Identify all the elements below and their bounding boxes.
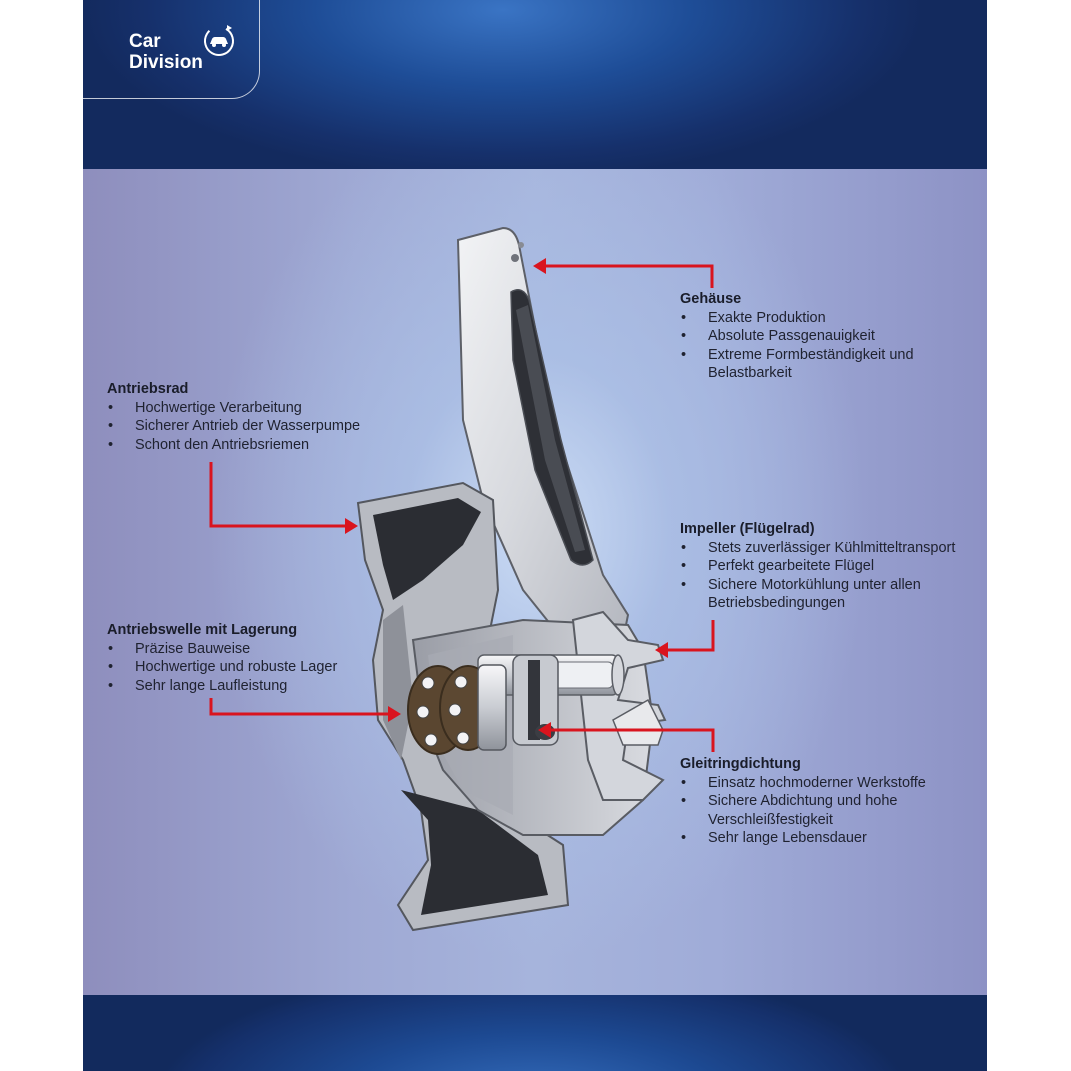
footer-band xyxy=(83,995,987,1071)
arrow-antriebswelle xyxy=(209,698,391,716)
callout-gleitring: Gleitringdichtung Einsatz hochmoderner W… xyxy=(680,755,970,848)
callout-title: Antriebsrad xyxy=(107,381,189,397)
list-item: Sehr lange Laufleistung xyxy=(107,677,397,696)
callout-antriebswelle: Antriebswelle mit Lagerung Präzise Bauwe… xyxy=(107,621,397,695)
callout-antriebsrad: Antriebsrad Hochwertige Verarbeitung Sic… xyxy=(107,380,397,454)
arrow-heads xyxy=(345,258,668,738)
list-item: Exakte Produktion xyxy=(680,309,970,328)
callout-title: Gehäuse xyxy=(680,291,742,307)
arrow-impeller xyxy=(665,620,715,652)
callout-title: Antriebswelle mit Lagerung xyxy=(107,622,298,638)
list-item: Schont den Antriebsriemen xyxy=(107,436,397,455)
arrowhead-impeller xyxy=(655,642,668,658)
list-item: Hochwertige Verarbeitung xyxy=(107,399,397,418)
callout-arrows xyxy=(209,264,715,752)
list-item: Sichere Abdichtung und hohe Verschleißfe… xyxy=(680,792,943,829)
list-item: Absolute Passgenauigkeit xyxy=(680,327,970,346)
list-item: Sehr lange Lebensdauer xyxy=(680,829,970,848)
list-item: Einsatz hochmoderner Werkstoffe xyxy=(680,774,970,793)
callout-impeller: Impeller (Flügelrad) Stets zuverlässiger… xyxy=(680,520,980,613)
arrowhead-antriebsrad xyxy=(345,518,358,534)
mechanical-seal-part xyxy=(512,654,559,746)
arrowhead-gehaeuse xyxy=(533,258,546,274)
car-rotate-icon xyxy=(204,25,234,56)
callout-title: Impeller (Flügelrad) xyxy=(680,521,815,537)
water-pump-cutaway xyxy=(209,226,715,932)
list-item: Stets zuverlässiger Kühlmitteltransport xyxy=(680,539,980,558)
arrowhead-gleitring xyxy=(538,722,551,738)
brand-line-2: Division xyxy=(129,52,203,73)
list-item: Sichere Motorkühlung unter allen Betrieb… xyxy=(680,576,958,613)
list-item: Hochwertige und robuste Lager xyxy=(107,658,397,677)
list-item: Präzise Bauweise xyxy=(107,640,397,659)
callout-title: Gleitringdichtung xyxy=(680,756,801,772)
list-item: Sicherer Antrieb der Wasserpumpe xyxy=(107,417,397,436)
callout-gehaeuse: Gehäuse Exakte Produktion Absolute Passg… xyxy=(680,290,970,383)
bearing-part xyxy=(407,664,507,755)
brand-line-1: Car xyxy=(129,31,161,52)
list-item: Perfekt gearbeitete Flügel xyxy=(680,557,980,576)
arrow-antriebsrad xyxy=(209,462,348,528)
arrow-gehaeuse xyxy=(543,264,714,288)
arrowhead-antriebswelle xyxy=(388,706,401,722)
housing-part xyxy=(456,226,630,641)
brand-logo: Car Division xyxy=(83,0,260,99)
poster: Car Division xyxy=(83,0,987,1071)
arrow-gleitring xyxy=(548,728,715,752)
list-item: Extreme Formbeständigkeit und Belastbark… xyxy=(680,346,943,383)
